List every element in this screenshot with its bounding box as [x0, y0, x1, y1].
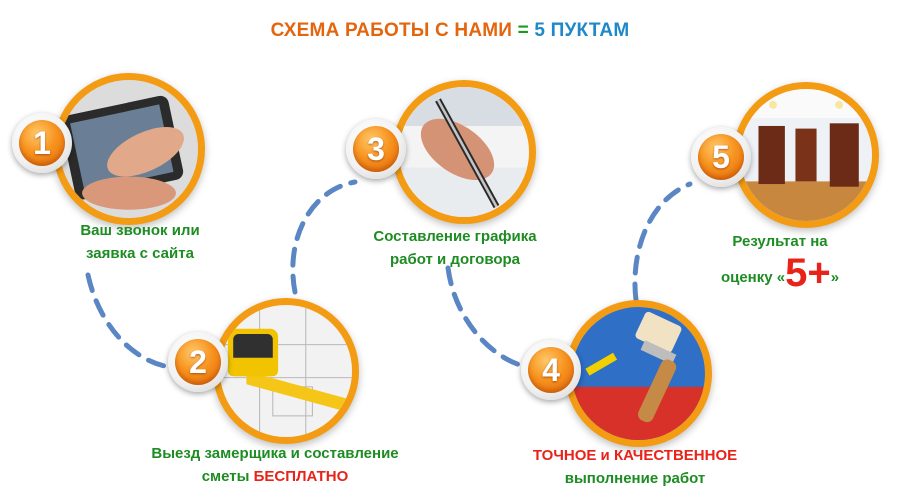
title-equals: =: [517, 20, 529, 41]
connector-4-5: [632, 181, 693, 303]
step-3-badge: 3: [346, 119, 406, 179]
step-5-badge: 5: [691, 127, 751, 187]
pen-writing-image: [399, 87, 529, 217]
step-4-photo: [565, 300, 712, 447]
step-1-number: 1: [19, 120, 65, 166]
tablet-hand-image: [60, 80, 198, 218]
step-3-photo: [392, 80, 536, 224]
step-4-label: ТОЧНОЕ и КАЧЕСТВЕННОЕ выполнение работ: [532, 447, 738, 487]
step-1-label: Ваш звонок или заявка с сайта: [80, 222, 200, 262]
connector-3-4: [445, 265, 523, 368]
step-2-number: 2: [175, 339, 221, 385]
paint-brush-image: [572, 307, 705, 440]
step-5-photo: [733, 82, 879, 228]
tape-measure-image: [220, 305, 352, 437]
step-1-photo: [53, 73, 205, 225]
page-title: СХЕМА РАБОТЫ С НАМИ = 5 ПУКТАМ: [0, 20, 900, 42]
title-part-2: 5 ПУКТАМ: [534, 20, 630, 41]
title-part-1: СХЕМА РАБОТЫ С НАМИ: [270, 20, 513, 41]
step-5-number: 5: [698, 134, 744, 180]
step-1-badge: 1: [12, 113, 72, 173]
step-2-photo: [213, 298, 359, 444]
renovated-room-image: [740, 89, 872, 221]
connector-2-3: [290, 179, 358, 295]
step-3-number: 3: [353, 126, 399, 172]
step-5-label: Результат на оценку «5+»: [720, 233, 840, 295]
step-4-number: 4: [528, 347, 574, 393]
step-4-badge: 4: [521, 340, 581, 400]
step-2-badge: 2: [168, 332, 228, 392]
step-3-label: Составление графика работ и договора: [373, 228, 537, 268]
step-2-label: Выезд замерщика и составление сметы БЕСП…: [151, 445, 399, 485]
